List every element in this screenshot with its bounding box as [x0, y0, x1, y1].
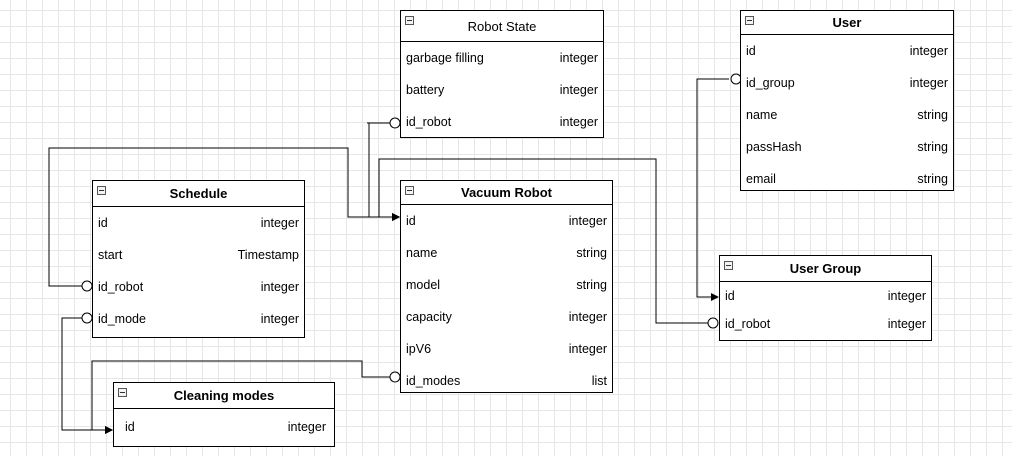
field-type: integer: [559, 115, 598, 129]
entity-header[interactable]: User Group: [720, 256, 931, 282]
field-name: id: [98, 216, 108, 230]
field-name: id_group: [746, 76, 795, 90]
field-row[interactable]: id integer: [93, 207, 304, 239]
connector-schedule-robot: [48, 147, 400, 287]
field-name: id: [125, 420, 135, 434]
field-name: capacity: [406, 310, 452, 324]
field-row[interactable]: id integer: [741, 35, 953, 67]
field-type: integer: [287, 420, 326, 434]
field-type: integer: [887, 289, 926, 303]
connector-robot-mode: [91, 360, 389, 434]
collapse-icon[interactable]: [724, 261, 733, 270]
field-row[interactable]: id_group integer: [741, 67, 953, 99]
field-type: string: [576, 246, 607, 260]
entity-header[interactable]: Schedule: [93, 181, 304, 207]
field-row[interactable]: id_robot integer: [401, 106, 603, 138]
field-type: integer: [559, 51, 598, 65]
field-type: string: [917, 108, 948, 122]
field-name: id: [725, 289, 735, 303]
field-name: battery: [406, 83, 445, 97]
connector-user-usergroup: [696, 78, 729, 301]
field-row[interactable]: id_modes list: [401, 365, 612, 397]
field-name: ipV6: [406, 342, 432, 356]
field-type: integer: [260, 280, 299, 294]
field-row[interactable]: model string: [401, 269, 612, 301]
field-name: id: [406, 214, 416, 228]
optional-marker: [81, 312, 93, 324]
entity-cleaning-modes[interactable]: Cleaning modes id integer: [113, 382, 335, 447]
field-row[interactable]: id_robot integer: [93, 271, 304, 303]
field-row[interactable]: id integer: [720, 282, 931, 310]
field-type: string: [917, 172, 948, 186]
field-row[interactable]: id integer: [401, 205, 612, 237]
entity-user-group[interactable]: User Group id integer id_robot integer: [719, 255, 932, 341]
field-row[interactable]: capacity integer: [401, 301, 612, 333]
field-type: integer: [260, 216, 299, 230]
collapse-icon[interactable]: [405, 186, 414, 195]
field-type: integer: [568, 214, 607, 228]
field-name: name: [746, 108, 778, 122]
field-row[interactable]: id integer: [114, 409, 334, 445]
field-type: integer: [887, 317, 926, 331]
connector-usergroup-robot: [378, 158, 708, 324]
optional-marker: [389, 117, 401, 129]
optional-marker: [707, 317, 719, 329]
field-type: integer: [260, 312, 299, 326]
field-row[interactable]: start Timestamp: [93, 239, 304, 271]
field-row[interactable]: id_robot integer: [720, 310, 931, 338]
field-name: id: [746, 44, 756, 58]
field-name: model: [406, 278, 441, 292]
field-row[interactable]: ipV6 integer: [401, 333, 612, 365]
field-row[interactable]: name string: [401, 237, 612, 269]
field-type: string: [576, 278, 607, 292]
collapse-icon[interactable]: [118, 388, 127, 397]
connector-robotstate-robot: [367, 122, 400, 221]
field-name: id_robot: [406, 115, 452, 129]
entity-user[interactable]: User id integer id_group integer name strin…: [740, 10, 954, 191]
entity-header[interactable]: Robot State: [401, 11, 603, 42]
field-type: integer: [909, 44, 948, 58]
field-type: integer: [559, 83, 598, 97]
field-name: garbage filling: [406, 51, 484, 65]
field-type: list: [591, 374, 607, 388]
entity-robot-state[interactable]: Robot State garbage filling integer batte…: [400, 10, 604, 138]
field-name: name: [406, 246, 438, 260]
entity-title: Robot State: [467, 18, 537, 34]
field-row[interactable]: id_mode integer: [93, 303, 304, 335]
field-name: start: [98, 248, 123, 262]
field-name: id_robot: [98, 280, 144, 294]
field-row[interactable]: passHash string: [741, 131, 953, 163]
collapse-icon[interactable]: [97, 186, 106, 195]
collapse-icon[interactable]: [745, 16, 754, 25]
field-name: passHash: [746, 140, 802, 154]
field-name: email: [746, 172, 776, 186]
optional-marker: [389, 371, 401, 383]
entity-header[interactable]: Vacuum Robot: [401, 181, 612, 205]
field-row[interactable]: email string: [741, 163, 953, 195]
entity-header[interactable]: Cleaning modes: [114, 383, 334, 409]
field-type: Timestamp: [237, 248, 299, 262]
field-row[interactable]: battery integer: [401, 74, 603, 106]
field-name: id_robot: [725, 317, 771, 331]
field-type: string: [917, 140, 948, 154]
connector-schedule-mode: [61, 317, 113, 434]
collapse-icon[interactable]: [405, 16, 414, 25]
entity-title: Schedule: [169, 186, 228, 201]
entity-header[interactable]: User: [741, 11, 953, 35]
entity-title: Cleaning modes: [173, 388, 275, 403]
field-name: id_mode: [98, 312, 146, 326]
entity-title: User: [832, 15, 862, 30]
field-name: id_modes: [406, 374, 461, 388]
field-type: integer: [909, 76, 948, 90]
entity-title: User Group: [789, 261, 862, 276]
entity-vacuum-robot[interactable]: Vacuum Robot id integer name string model s…: [400, 180, 613, 393]
field-row[interactable]: name string: [741, 99, 953, 131]
field-type: integer: [568, 310, 607, 324]
optional-marker: [81, 280, 93, 292]
field-type: integer: [568, 342, 607, 356]
entity-title: Vacuum Robot: [460, 185, 552, 200]
field-row[interactable]: garbage filling integer: [401, 42, 603, 74]
entity-schedule[interactable]: Schedule id integer start Timestamp id_rob…: [92, 180, 305, 338]
